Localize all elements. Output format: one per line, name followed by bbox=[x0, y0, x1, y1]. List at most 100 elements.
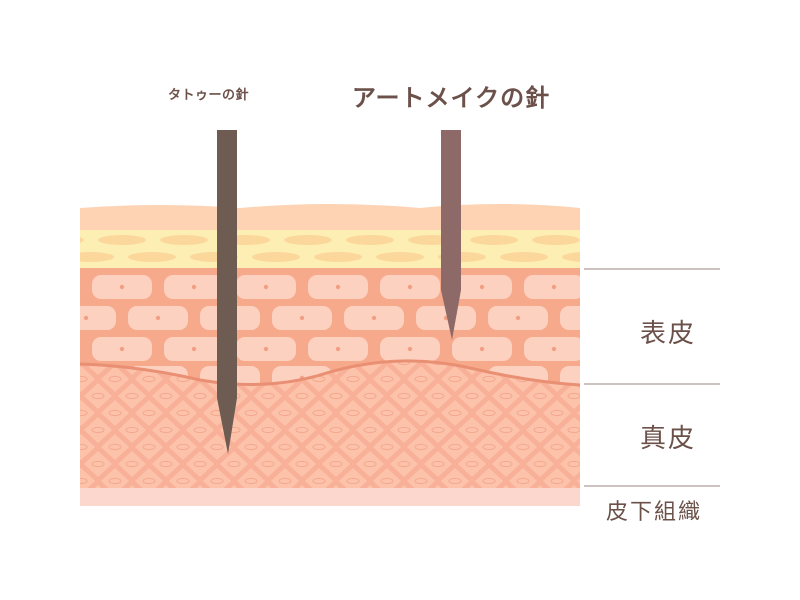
corneum-cell bbox=[252, 252, 300, 262]
dermis-fiber-cell bbox=[305, 468, 333, 488]
dermis-fiber-core bbox=[58, 393, 70, 398]
dermis-fiber-cell bbox=[203, 468, 231, 488]
dermis-fiber-core bbox=[261, 392, 275, 400]
corneum-cell bbox=[160, 235, 208, 245]
dermis-fiber-cell bbox=[169, 434, 197, 460]
dermis-fiber-core bbox=[159, 460, 173, 468]
dermis-fiber-core bbox=[482, 375, 496, 383]
dermis-fiber-cell bbox=[441, 468, 469, 488]
dermis-fiber-core bbox=[244, 443, 258, 451]
dermis-fiber-cell bbox=[186, 383, 214, 409]
dermis-fiber-cell bbox=[356, 383, 384, 409]
dermis-fiber-core bbox=[295, 392, 309, 400]
dermis-fiber-core bbox=[176, 477, 190, 485]
cell-nucleus bbox=[407, 346, 413, 352]
dermis-fiber-core bbox=[58, 461, 70, 466]
dermis-fiber-cell bbox=[288, 417, 316, 443]
corneum-cell bbox=[470, 235, 518, 245]
dermis-fiber-core bbox=[499, 460, 513, 468]
dermis-fiber-cell bbox=[288, 451, 316, 477]
epidermis-label: 表皮 bbox=[640, 319, 697, 349]
cell-nucleus bbox=[479, 284, 485, 290]
dermis-fiber-cell bbox=[135, 434, 163, 460]
dermis-fiber-cell bbox=[560, 417, 580, 443]
dermis-fiber-core bbox=[516, 443, 530, 451]
dermis-fiber-core bbox=[278, 409, 292, 417]
corneum-cell bbox=[346, 235, 394, 245]
dermis-fiber-cell bbox=[492, 383, 520, 409]
corneum-cell bbox=[562, 252, 580, 262]
dermis-fiber-core bbox=[80, 375, 88, 383]
dermis-fiber-cell bbox=[543, 434, 571, 460]
dermis-fiber-core bbox=[108, 375, 122, 383]
cell-nucleus bbox=[119, 284, 125, 290]
dermis-fiber-cell bbox=[50, 417, 78, 443]
dermis-fiber-core bbox=[516, 477, 530, 485]
dermis-fiber-cell bbox=[203, 434, 231, 460]
dermis-fiber-core bbox=[142, 443, 156, 451]
dermis-fiber-cell bbox=[356, 417, 384, 443]
dermis-fiber-cell bbox=[101, 468, 129, 488]
dermis-fiber-core bbox=[159, 392, 173, 400]
dermis-fiber-cell bbox=[84, 417, 112, 443]
dermis-fiber-cell bbox=[237, 434, 265, 460]
cell-nucleus bbox=[335, 284, 341, 290]
dermis-fiber-core bbox=[465, 460, 479, 468]
dermis-fiber-core bbox=[380, 375, 394, 383]
dermis-fiber-cell bbox=[339, 434, 367, 460]
cell-nucleus bbox=[263, 284, 269, 290]
dermis-fiber-cell bbox=[390, 451, 418, 477]
dermis-fiber-cell bbox=[458, 417, 486, 443]
dermis-fiber-cell bbox=[458, 451, 486, 477]
cell-nucleus bbox=[83, 315, 89, 321]
dermis-fiber-core bbox=[159, 426, 173, 434]
dermis-fiber-cell bbox=[118, 417, 146, 443]
cell-nucleus bbox=[155, 315, 161, 321]
dermis-fiber-core bbox=[125, 426, 139, 434]
artmake-needle bbox=[441, 130, 461, 340]
dermis-fiber-core bbox=[329, 392, 343, 400]
corneum-cell bbox=[98, 235, 146, 245]
dermis-fiber-core bbox=[482, 409, 496, 417]
dermis-fiber-core bbox=[227, 460, 241, 468]
dermis-fiber-core bbox=[91, 460, 105, 468]
dermis-fiber-core bbox=[210, 477, 224, 485]
dermis-fiber-cell bbox=[543, 468, 571, 488]
dermis-fiber-core bbox=[142, 477, 156, 485]
cell-nucleus bbox=[407, 284, 413, 290]
cell-nucleus bbox=[335, 346, 341, 352]
tattoo-needle bbox=[217, 130, 237, 454]
corneum-cell bbox=[500, 252, 548, 262]
dermis-fiber-cell bbox=[356, 451, 384, 477]
dermis-fiber-core bbox=[193, 426, 207, 434]
dermis-fiber-cell bbox=[577, 468, 580, 488]
dermis-fiber-cell bbox=[526, 451, 554, 477]
dermis-fiber-cell bbox=[271, 434, 299, 460]
epidermis-cell bbox=[20, 275, 80, 299]
dermis-fiber-cell bbox=[220, 451, 248, 477]
dermis-fiber-cell bbox=[560, 451, 580, 477]
dermis-fiber-cell bbox=[339, 468, 367, 488]
dermis-fiber-cell bbox=[424, 383, 452, 409]
dermis-fiber-cell bbox=[560, 383, 580, 409]
dermis-fiber-core bbox=[329, 426, 343, 434]
subcutaneous-layer bbox=[80, 488, 580, 506]
dermis-fiber-cell bbox=[373, 434, 401, 460]
cell-nucleus bbox=[48, 347, 52, 351]
dermis-fiber-cell bbox=[373, 468, 401, 488]
dermis-fiber-core bbox=[363, 426, 377, 434]
dermis-fiber-cell bbox=[441, 434, 469, 460]
dermis-fiber-core bbox=[585, 444, 597, 449]
dermis-fiber-cell bbox=[152, 451, 180, 477]
epidermis-cell bbox=[20, 337, 80, 361]
dermis-fiber-cell bbox=[441, 366, 469, 392]
dermis-fiber-core bbox=[312, 477, 326, 485]
dermis-fiber-cell bbox=[305, 400, 333, 426]
dermis-fiber-cell bbox=[509, 434, 537, 460]
cell-nucleus bbox=[588, 376, 592, 380]
cell-nucleus bbox=[191, 346, 197, 352]
dermis-fiber-core bbox=[346, 443, 360, 451]
dermis-fiber-core bbox=[482, 443, 496, 451]
dermis-fiber-cell bbox=[169, 468, 197, 488]
